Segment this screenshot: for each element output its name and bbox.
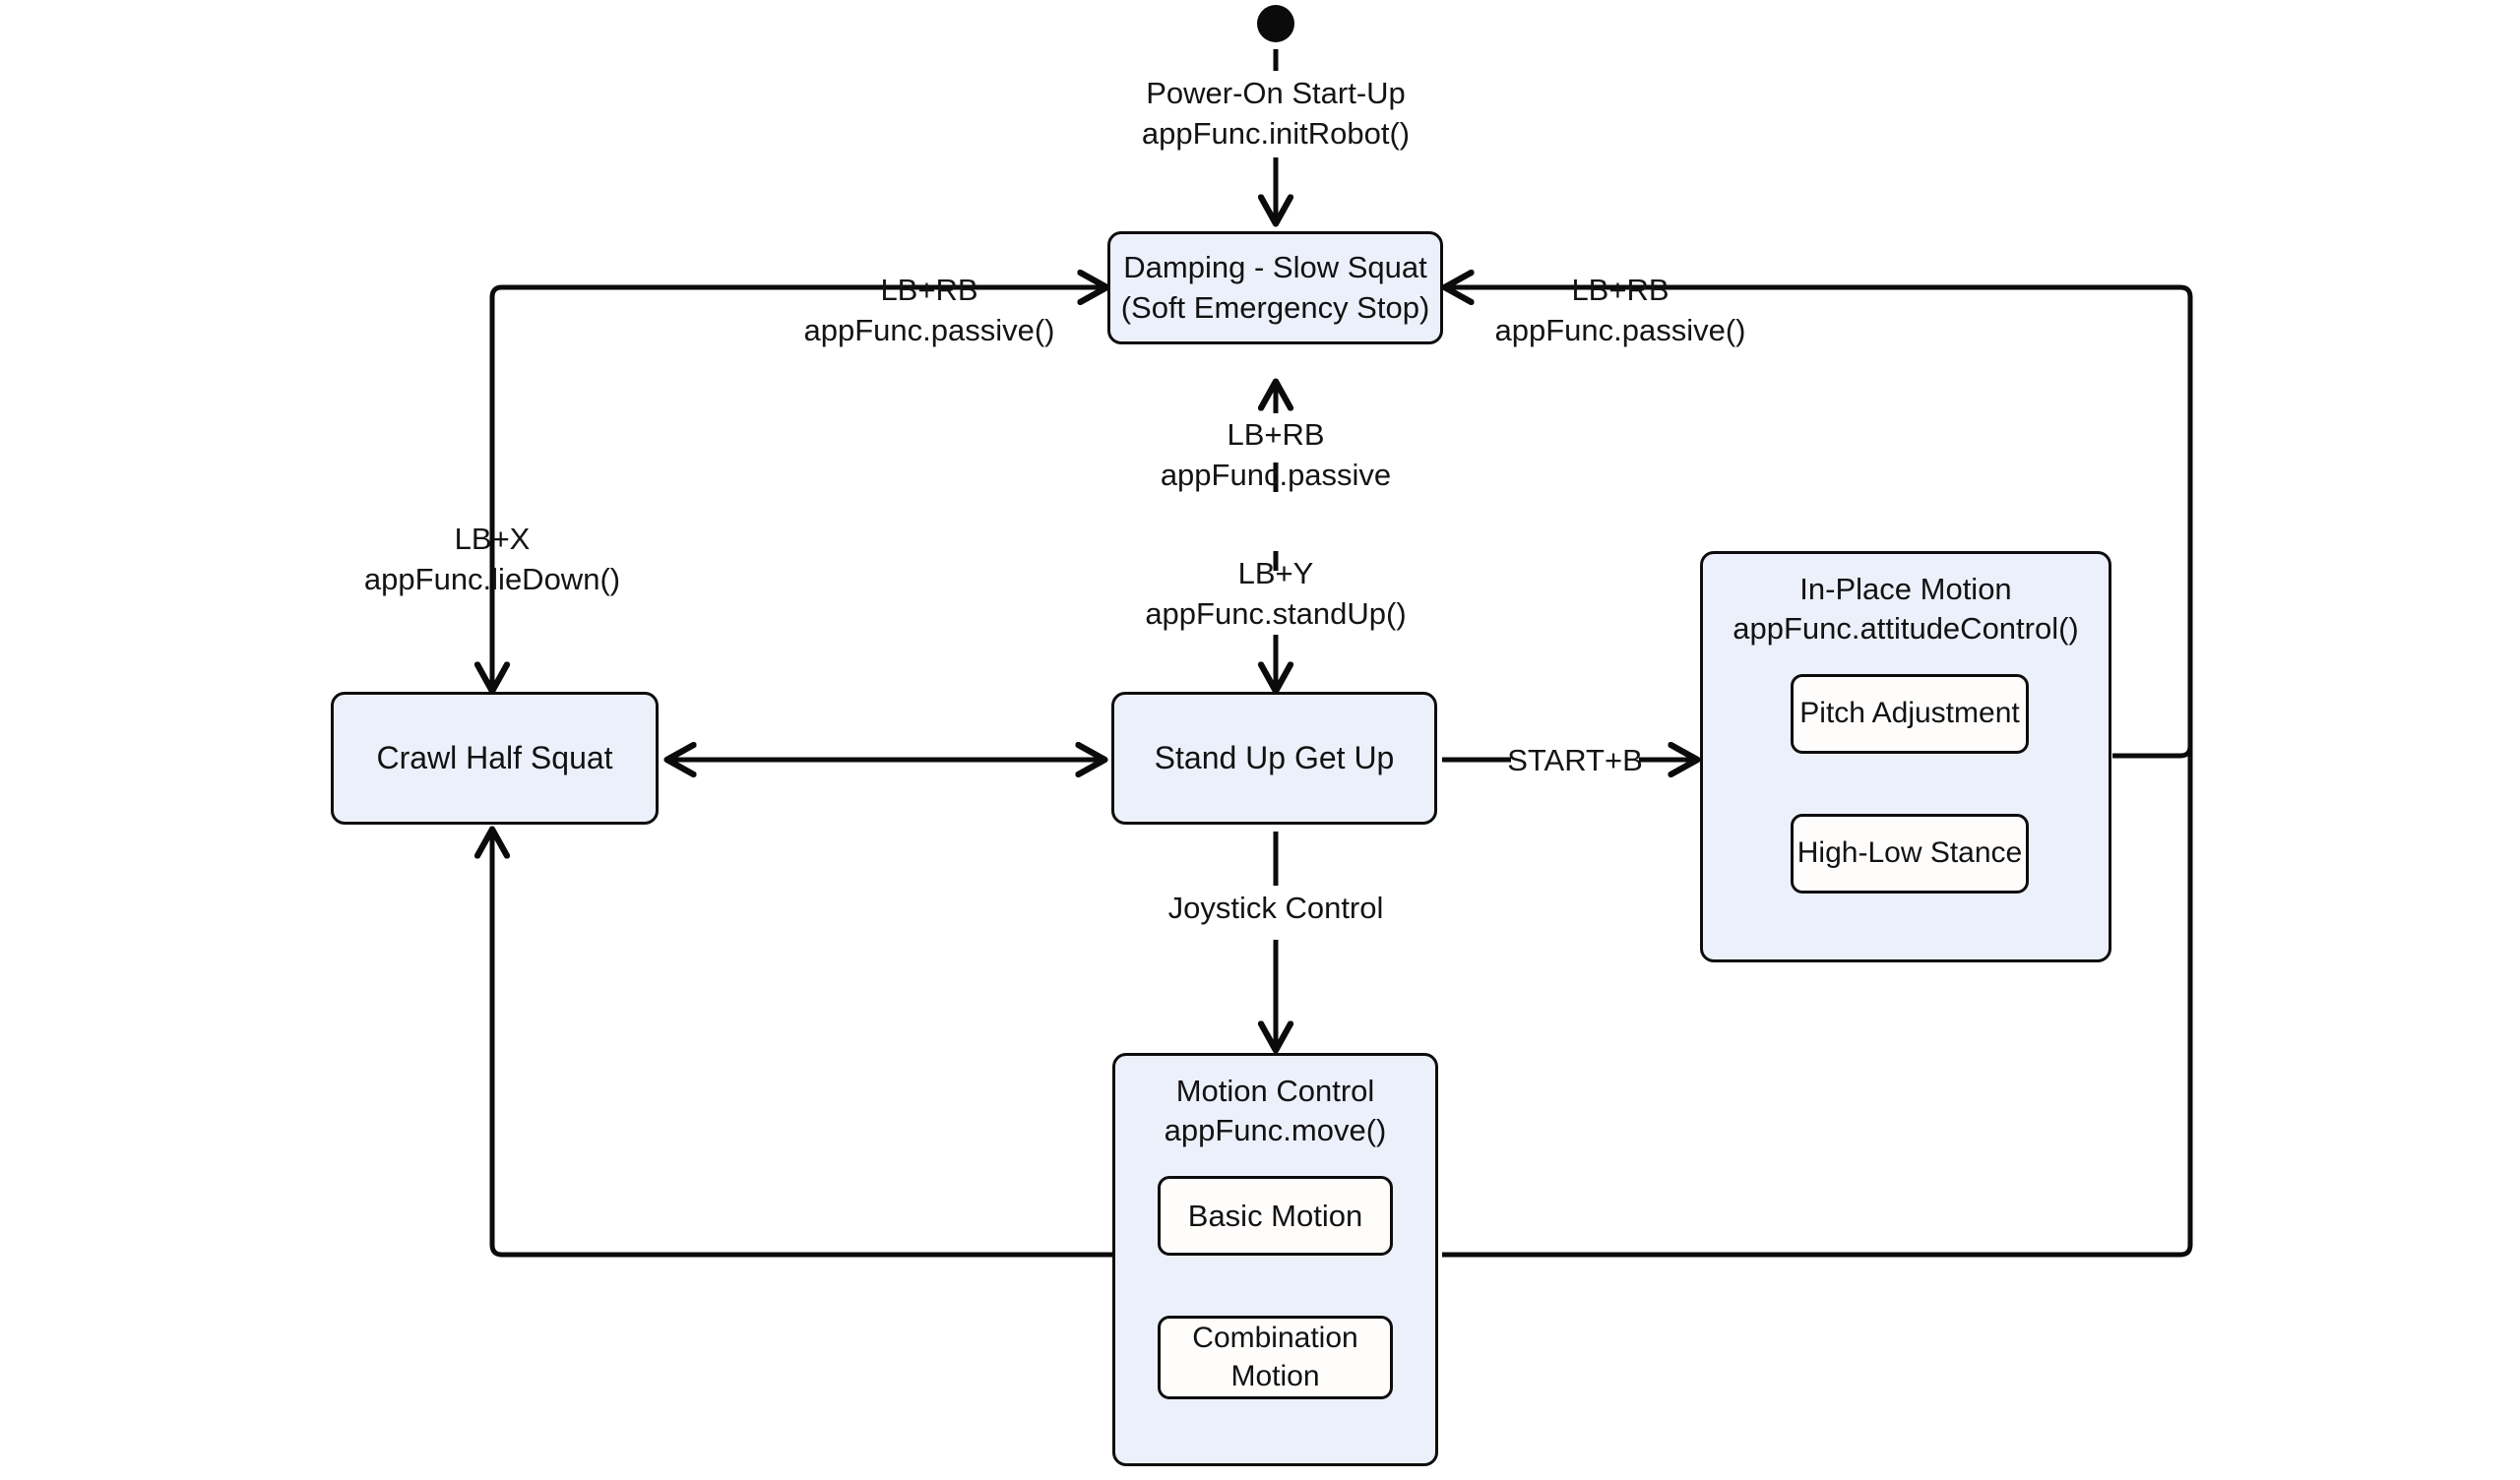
edge-label-standup-to-motion: Joystick Control (1168, 889, 1384, 929)
edge-label-start-to-damping: Power-On Start-Up appFunc.initRobot() (1142, 74, 1410, 154)
edge-label-standup-to-inplace: START+B (1507, 741, 1643, 781)
damping-line2: (Soft Emergency Stop) (1120, 289, 1430, 325)
high-low-stance-label: High-Low Stance (1796, 836, 2023, 870)
right-to-damping-line2: appFunc.passive() (1494, 312, 1746, 347)
inplace-title-line2: appFunc.attitudeControl() (1732, 611, 2079, 647)
damping-to-standup-line2: appFunc.standUp() (1145, 595, 1407, 631)
damping-to-crawl-line1: LB+X (454, 522, 531, 556)
edge-label-right-loop-to-damping: LB+RB appFunc.passive() (1494, 271, 1745, 351)
standup-to-damping-line2: appFunc.passive (1160, 457, 1392, 492)
motion-title-line1: Motion Control (1175, 1074, 1375, 1108)
damping-line1: Damping - Slow Squat (1123, 250, 1427, 285)
motion-control-title: Motion Control appFunc.move() (1115, 1072, 1435, 1151)
edge-inplace-to-right-loop (2112, 745, 2193, 759)
start-label-line2: appFunc.initRobot() (1141, 115, 1411, 151)
edge-label-damping-to-standup: LB+Y appFunc.standUp() (1145, 554, 1406, 635)
state-basic-motion[interactable]: Basic Motion (1158, 1176, 1393, 1256)
group-motion-control[interactable]: Motion Control appFunc.move() Basic Moti… (1112, 1053, 1438, 1466)
state-stand-up-get-up[interactable]: Stand Up Get Up (1111, 692, 1437, 825)
motion-title-line2: appFunc.move() (1164, 1113, 1387, 1148)
state-pitch-adjustment[interactable]: Pitch Adjustment (1791, 674, 2029, 754)
edge-motion-to-crawl (492, 832, 1114, 1258)
state-high-low-stance[interactable]: High-Low Stance (1791, 814, 2029, 894)
edge-label-standup-to-damping: LB+RB appFunc.passive (1161, 415, 1391, 496)
edge-right-loop-to-damping (1442, 1244, 2193, 1258)
right-to-damping-line1: LB+RB (1571, 273, 1670, 307)
state-combination-motion[interactable]: Combination Motion (1158, 1316, 1393, 1399)
inplace-title-line1: In-Place Motion (1799, 572, 2012, 606)
standup-line1: Stand Up Get Up (1154, 739, 1395, 775)
group-in-place-motion[interactable]: In-Place Motion appFunc.attitudeControl(… (1700, 551, 2111, 962)
combination-motion-line1: Combination (1192, 1322, 1358, 1355)
standup-to-inplace-line1: START+B (1507, 743, 1643, 777)
edge-right-loop-top (2179, 284, 2193, 298)
crawl-to-damping-line1: LB+RB (880, 273, 978, 307)
damping-to-standup-line1: LB+Y (1237, 556, 1314, 590)
state-crawl-half-squat[interactable]: Crawl Half Squat (331, 692, 659, 825)
standup-to-motion-line1: Joystick Control (1167, 891, 1384, 925)
start-state-dot (1257, 5, 1294, 42)
state-damping-slow-squat[interactable]: Damping - Slow Squat (Soft Emergency Sto… (1107, 231, 1443, 344)
pitch-adjustment-label: Pitch Adjustment (1799, 697, 2020, 730)
crawl-to-damping-line2: appFunc.passive() (803, 312, 1055, 347)
edge-crawl-to-damping (489, 287, 1104, 681)
standup-to-damping-line1: LB+RB (1227, 417, 1325, 452)
crawl-line1: Crawl Half Squat (376, 739, 613, 775)
combination-motion-line2: Motion (1230, 1359, 1320, 1392)
edge-label-crawl-to-damping: LB+RB appFunc.passive() (803, 271, 1054, 351)
start-label-line1: Power-On Start-Up (1146, 76, 1406, 110)
edge-label-damping-to-crawl: LB+X appFunc.lieDown() (364, 520, 620, 600)
in-place-motion-title: In-Place Motion appFunc.attitudeControl(… (1703, 570, 2109, 649)
damping-to-crawl-line2: appFunc.lieDown() (363, 561, 621, 596)
basic-motion-label: Basic Motion (1187, 1198, 1363, 1233)
